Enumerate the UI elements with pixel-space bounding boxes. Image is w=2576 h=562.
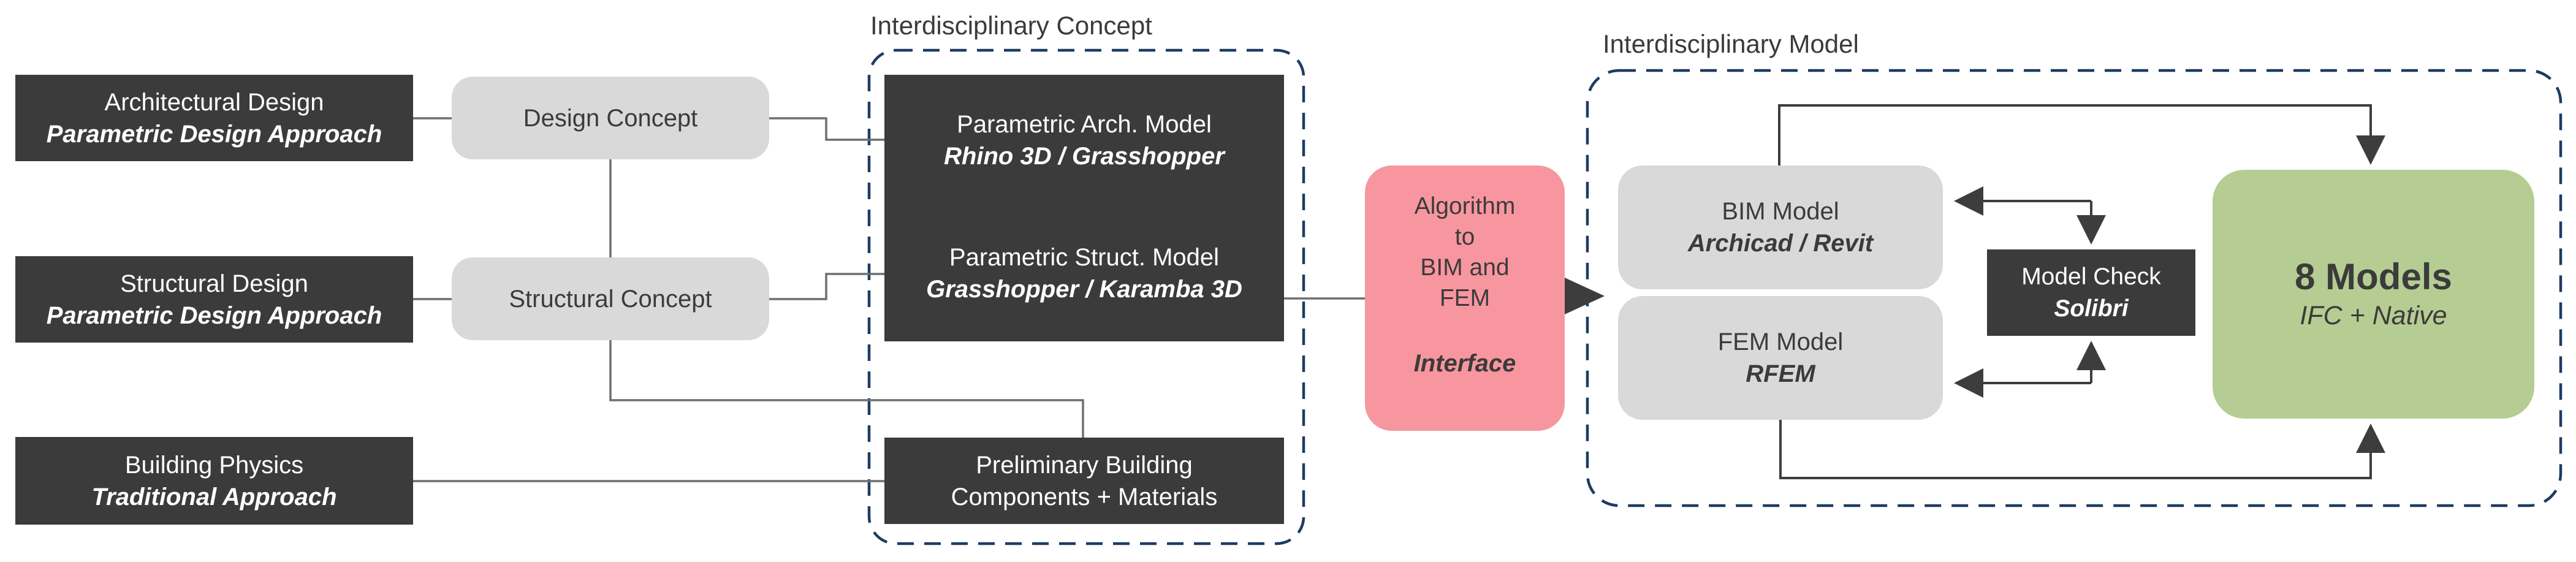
concept-group-dashed-frame — [867, 48, 1305, 545]
parametric-struct-model-subtitle: Grasshopper / Karamba 3D — [926, 276, 1242, 303]
bim-model-subtitle: Archicad / Revit — [1687, 230, 1874, 257]
structural-design-box: Structural Design Parametric Design Appr… — [15, 256, 413, 343]
connector-structural-concept-to-struct-model — [769, 273, 884, 300]
building-physics-subtitle: Traditional Approach — [91, 483, 337, 511]
preliminary-components-line1: Preliminary Building — [976, 451, 1193, 479]
algorithm-line1: Algorithm — [1414, 192, 1516, 219]
fem-model-title: FEM Model — [1717, 328, 1844, 355]
preliminary-components-box: Preliminary Building Components + Materi… — [884, 438, 1284, 524]
concept-group-title: Interdisciplinary Concept — [870, 11, 1152, 40]
building-physics-box: Building Physics Traditional Approach — [15, 437, 413, 525]
parametric-arch-model-subtitle: Rhino 3D / Grasshopper — [944, 143, 1225, 170]
parametric-arch-model-title: Parametric Arch. Model — [957, 111, 1212, 138]
models-result-subtitle: IFC + Native — [2300, 301, 2447, 330]
arrow-bim-to-models — [1778, 104, 2385, 165]
building-physics-title: Building Physics — [124, 451, 304, 479]
fem-model-box: FEM Model RFEM — [1618, 296, 1943, 420]
structural-design-title: Structural Design — [120, 270, 308, 297]
algorithm-subtitle: Interface — [1413, 349, 1516, 377]
structural-design-subtitle: Parametric Design Approach — [46, 302, 382, 329]
connector-lines — [413, 117, 1365, 482]
preliminary-components-line2: Components + Materials — [951, 483, 1218, 511]
algorithm-interface-box: Algorithm to BIM and FEM Interface — [1365, 165, 1565, 431]
parametric-struct-model-title: Parametric Struct. Model — [949, 244, 1220, 271]
model-group-dashed-frame — [1586, 69, 2563, 507]
models-result-box: 8 Models IFC + Native — [2213, 170, 2534, 419]
design-concept-box: Design Concept — [452, 77, 769, 159]
algorithm-line3: BIM and — [1420, 254, 1510, 281]
bim-model-box: BIM Model Archicad / Revit — [1618, 165, 1943, 289]
architectural-design-box: Architectural Design Parametric Design A… — [15, 75, 413, 161]
model-check-subtitle: Solibri — [2054, 295, 2129, 322]
parametric-arch-model-group: Parametric Arch. Model Rhino 3D / Grassh… — [884, 108, 1284, 172]
arrow-fem-to-models — [1779, 420, 2385, 479]
algorithm-output-arrow-icon — [1558, 275, 1605, 317]
parametric-models-box: Parametric Arch. Model Rhino 3D / Grassh… — [884, 75, 1284, 341]
bim-model-title: BIM Model — [1722, 198, 1839, 225]
algorithm-line4: FEM — [1439, 284, 1491, 311]
design-concept-label: Design Concept — [523, 104, 698, 132]
models-result-title: 8 Models — [2295, 256, 2452, 297]
algorithm-line2: to — [1454, 223, 1475, 250]
model-check-title: Model Check — [2021, 263, 2161, 290]
architectural-design-title: Architectural Design — [104, 88, 324, 116]
connector-structural-concept-to-preliminary — [609, 340, 1084, 438]
arrow-lines — [1778, 104, 2385, 479]
fem-model-subtitle: RFEM — [1746, 360, 1815, 387]
algorithm-text-stack: Algorithm to BIM and FEM Interface — [1414, 191, 1516, 406]
structural-concept-box: Structural Concept — [452, 257, 769, 340]
parametric-struct-model-group: Parametric Struct. Model Grasshopper / K… — [884, 241, 1284, 305]
connector-design-concept-to-arch-model — [769, 117, 884, 141]
model-check-box: Model Check Solibri — [1987, 249, 2195, 336]
model-group-title: Interdisciplinary Model — [1603, 29, 1859, 58]
structural-concept-label: Structural Concept — [509, 285, 712, 313]
architectural-design-subtitle: Parametric Design Approach — [46, 120, 382, 148]
